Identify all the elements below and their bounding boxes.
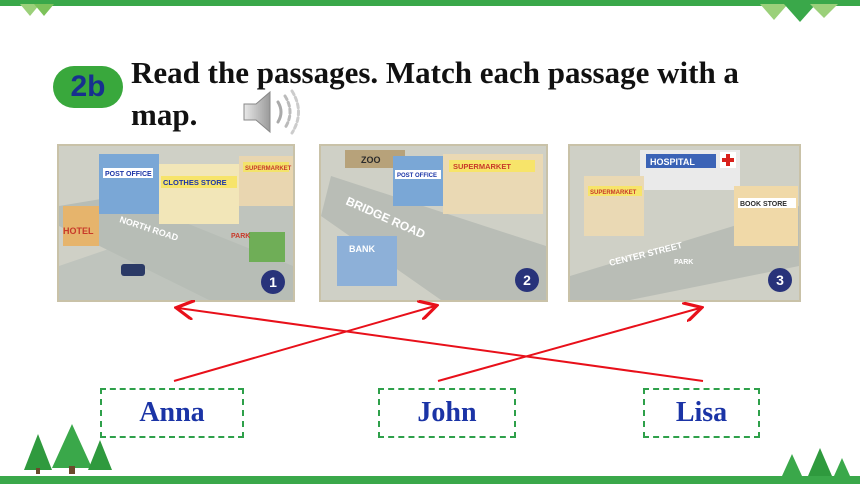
map-3[interactable]: HOSPITAL SUPERMARKET BOOK STORE CENTER S…: [568, 144, 801, 302]
top-border: [0, 0, 860, 6]
arrow-john-to-map-3: [437, 308, 700, 382]
leaf-decoration-icon: [20, 4, 54, 16]
map-2-label: ZOO: [361, 155, 381, 165]
name-box-lisa[interactable]: Lisa: [643, 388, 760, 438]
map-number: 1: [269, 274, 277, 290]
map-3-label: BOOK STORE: [740, 201, 787, 208]
map-1-label: HOTEL: [63, 226, 94, 236]
speaker-icon[interactable]: [240, 86, 300, 138]
tree-decoration-icon: [24, 424, 112, 474]
instruction-text: Read the passages. Match each passage wi…: [131, 55, 739, 132]
map-1-label: SUPERMARKET: [245, 166, 292, 172]
map-2-label: SUPERMARKET: [453, 162, 511, 171]
map-1-label: CLOTHES STORE: [163, 178, 227, 187]
tree-decoration-icon: [782, 448, 850, 476]
arrow-lisa-to-map-1: [178, 308, 704, 382]
exercise-badge: 2b: [53, 66, 123, 108]
map-number: 3: [776, 272, 784, 288]
map-2-label: POST OFFICE: [397, 173, 437, 179]
map-1-label: PARK: [231, 233, 250, 240]
arrow-anna-to-map-2: [173, 306, 435, 382]
map-1-label: POST OFFICE: [105, 171, 152, 178]
map-2-label: BANK: [349, 244, 375, 254]
leaf-decoration-icon: [760, 4, 838, 22]
bottom-border: [0, 476, 860, 484]
map-number: 2: [523, 272, 531, 288]
map-2[interactable]: ZOO POST OFFICE SUPERMARKET BRIDGE ROAD …: [319, 144, 548, 302]
map-3-label: SUPERMARKET: [590, 190, 637, 196]
map-1[interactable]: POST OFFICE CLOTHES STORE SUPERMARKET HO…: [57, 144, 295, 302]
name-box-john[interactable]: John: [378, 388, 516, 438]
name-box-anna[interactable]: Anna: [100, 388, 244, 438]
map-3-label: PARK: [674, 259, 693, 266]
map-3-label: HOSPITAL: [650, 157, 695, 167]
